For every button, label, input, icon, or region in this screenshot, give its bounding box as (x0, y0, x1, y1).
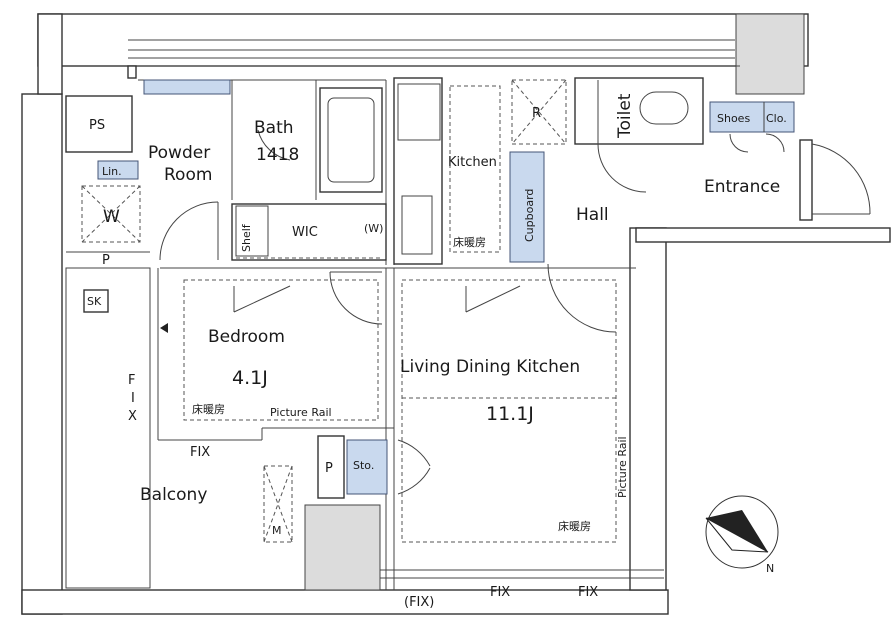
outer-walls (21, 13, 891, 615)
meter-label: M (272, 524, 282, 537)
kitchen-label: Kitchen (448, 155, 497, 170)
marker-triangle-icon (160, 323, 168, 333)
sink-label: SK (87, 295, 102, 308)
refrigerator-label: R (532, 106, 541, 121)
shelf-label: Shelf (240, 223, 253, 252)
fix-balcony-label: FIX (190, 445, 210, 460)
bedroom-picture-rail-label: Picture Rail (270, 406, 332, 419)
compass-north-label: N (766, 562, 774, 575)
ldk-size-label: 11.1J (486, 403, 534, 425)
fix-bottom-label-2: FIX (578, 585, 598, 600)
interior-walls (65, 77, 795, 590)
washer-label: W (103, 207, 120, 227)
doors (159, 129, 871, 495)
bedroom-label: Bedroom (208, 327, 285, 347)
compass (705, 495, 779, 569)
fix-vertical-label-f: F (128, 373, 135, 388)
kitchen-floor-heating-label: 床暖房 (453, 235, 486, 249)
ldk-picture-rail-label: Picture Rail (616, 436, 629, 498)
toilet-label: Toilet (615, 93, 635, 139)
ldk-floor-heating-label: 床暖房 (558, 519, 591, 533)
balcony-label: Balcony (140, 485, 207, 505)
ps-label: PS (89, 118, 105, 133)
bedroom-size-label: 4.1J (232, 367, 268, 389)
fix-vertical-label-x: X (128, 409, 137, 424)
ldk-label: Living Dining Kitchen (400, 357, 580, 377)
shoes-closet-label-2: Clo. (766, 112, 787, 125)
bath-size-label: 1418 (256, 145, 299, 165)
wic-w-label: (W) (364, 222, 383, 235)
pipe-label-2: P (325, 461, 333, 476)
fix-bottom-label-1: FIX (490, 585, 510, 600)
pipe-label-1: P (102, 253, 110, 268)
fix-bottom-paren-label: (FIX) (404, 595, 434, 610)
linen-label: Lin. (102, 165, 122, 178)
fix-labels: F I X FIX (FIX) FIX FIX (128, 373, 598, 610)
powder-room-label-2: Room (164, 165, 212, 185)
bedroom-floor-heating-label: 床暖房 (192, 402, 225, 416)
hall-label: Hall (576, 205, 609, 225)
entrance-label: Entrance (704, 177, 780, 197)
storage-label: Sto. (353, 459, 374, 472)
shoes-closet-label-1: Shoes (717, 112, 750, 125)
fix-vertical-label-i: I (131, 391, 135, 406)
wic-label: WIC (292, 225, 318, 240)
powder-room-label-1: Powder (148, 143, 210, 163)
bath-label: Bath (254, 118, 294, 138)
cupboard-label: Cupboard (523, 189, 536, 242)
room-labels: PS Powder Room Lin. W P SK Bath 1418 She… (87, 93, 787, 575)
